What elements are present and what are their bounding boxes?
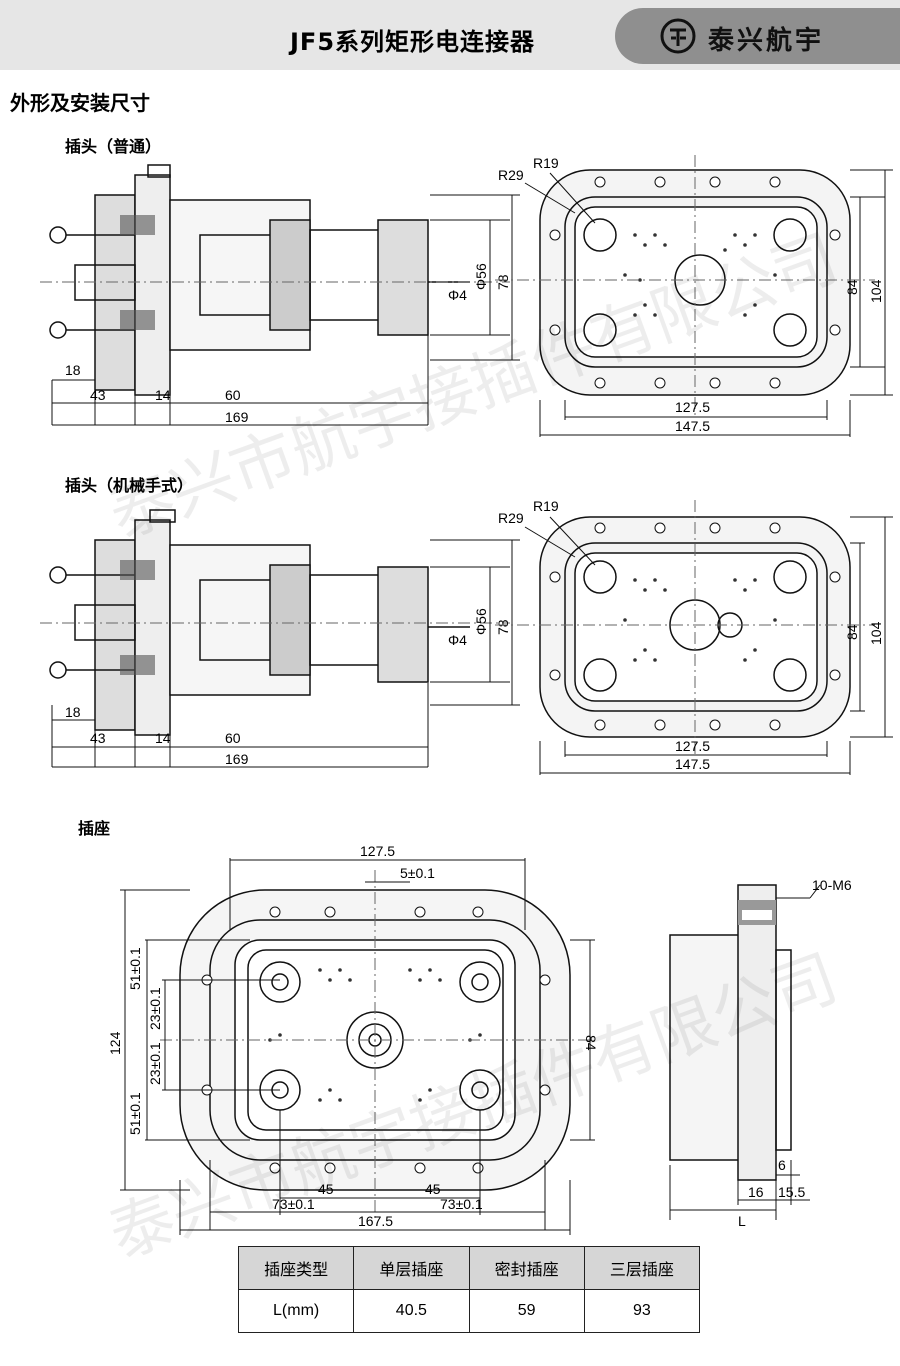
- plug-mech-front-view: R29 R19 84 104 127.5 147.5: [495, 498, 893, 775]
- plug-normal-label: 插头（普通）: [65, 137, 162, 156]
- socket-length-table: 插座类型 单层插座 密封插座 三层插座 L(mm) 40.5 59 93: [237, 1246, 701, 1333]
- dim-6: 6: [778, 1157, 786, 1173]
- table-cell: 40.5: [353, 1289, 470, 1333]
- plug-mech-side-view: 18 43 14 60 169 Φ4 Φ56 78: [40, 509, 520, 768]
- brand-name: 泰兴航宇: [708, 26, 825, 56]
- dim-45-left: 45: [318, 1181, 334, 1197]
- plug-normal-side-view: 18 43 14 60 169 Φ4 Φ56 78: [40, 164, 520, 426]
- dim-23-bottom: 23±0.1: [147, 1042, 163, 1085]
- table-cell: L(mm): [237, 1289, 355, 1333]
- dim-15-5: 15.5: [778, 1184, 805, 1200]
- dim-78: 78: [495, 274, 511, 290]
- dim-23-top: 23±0.1: [147, 987, 163, 1030]
- table-header-cell: 单层插座: [353, 1246, 470, 1290]
- dim-5: 5±0.1: [400, 865, 435, 881]
- dim-73-left: 73±0.1: [272, 1196, 315, 1212]
- dim-127-5: 127.5: [675, 738, 710, 754]
- socket-label: 插座: [78, 819, 111, 838]
- page-title: JF5系列矩形电连接器: [290, 28, 536, 56]
- dim-45-right: 45: [425, 1181, 441, 1197]
- dim-43: 43: [90, 387, 106, 403]
- dim-60: 60: [225, 387, 241, 403]
- dim-14: 14: [155, 387, 171, 403]
- dim-phi4: Φ4: [448, 287, 467, 303]
- dim-18: 18: [65, 362, 81, 378]
- dim-124: 124: [107, 1031, 123, 1055]
- dim-167-5: 167.5: [358, 1213, 393, 1229]
- table-row: L(mm) 40.5 59 93: [237, 1289, 701, 1333]
- dim-14: 14: [155, 730, 171, 746]
- dim-127-5: 127.5: [360, 843, 395, 859]
- table-header-cell: 插座类型: [237, 1246, 355, 1290]
- dim-r19: R19: [533, 498, 559, 514]
- dim-18: 18: [65, 704, 81, 720]
- dim-43: 43: [90, 730, 106, 746]
- dim-phi56: Φ56: [473, 263, 489, 290]
- plug-mech-label: 插头（机械手式）: [65, 476, 194, 495]
- dim-169: 169: [225, 751, 249, 767]
- dim-10-m6: 10-M6: [812, 877, 852, 893]
- table-cell: 59: [468, 1289, 585, 1333]
- dim-r19: R19: [533, 155, 559, 171]
- table-header-row: 插座类型 单层插座 密封插座 三层插座: [237, 1246, 701, 1290]
- dim-84: 84: [583, 1035, 599, 1051]
- socket-front-view: 127.5 5±0.1 124 51±0.1 23±0.1 23±0.1 51±…: [107, 843, 599, 1235]
- dim-60: 60: [225, 730, 241, 746]
- dim-147-5: 147.5: [675, 756, 710, 772]
- dim-16: 16: [748, 1184, 764, 1200]
- section-title: 外形及安装尺寸: [10, 91, 150, 115]
- dim-51-bottom: 51±0.1: [127, 1092, 143, 1135]
- plug-normal-front-view: R29 R19 84 104 127.5 147.5: [495, 155, 893, 437]
- dim-phi56: Φ56: [473, 608, 489, 635]
- company-logo-icon: [660, 18, 696, 54]
- dim-51-top: 51±0.1: [127, 947, 143, 990]
- dim-r29: R29: [498, 167, 524, 183]
- dim-84: 84: [844, 624, 860, 640]
- dim-phi4: Φ4: [448, 632, 467, 648]
- dim-73-right: 73±0.1: [440, 1196, 483, 1212]
- table-cell: 93: [583, 1289, 701, 1333]
- dim-L: L: [738, 1213, 746, 1229]
- socket-side-view: 10-M6 6 16 15.5 L: [669, 877, 852, 1229]
- dim-r29: R29: [498, 510, 524, 526]
- dim-169: 169: [225, 409, 249, 425]
- page-header: JF5系列矩形电连接器 泰兴航宇: [0, 0, 900, 70]
- dim-78: 78: [495, 619, 511, 635]
- dim-147-5: 147.5: [675, 418, 710, 434]
- dim-127-5: 127.5: [675, 399, 710, 415]
- dim-104: 104: [868, 621, 884, 645]
- dim-84: 84: [844, 279, 860, 295]
- table-header-cell: 密封插座: [468, 1246, 585, 1290]
- dim-104: 104: [868, 279, 884, 303]
- table-header-cell: 三层插座: [583, 1246, 701, 1290]
